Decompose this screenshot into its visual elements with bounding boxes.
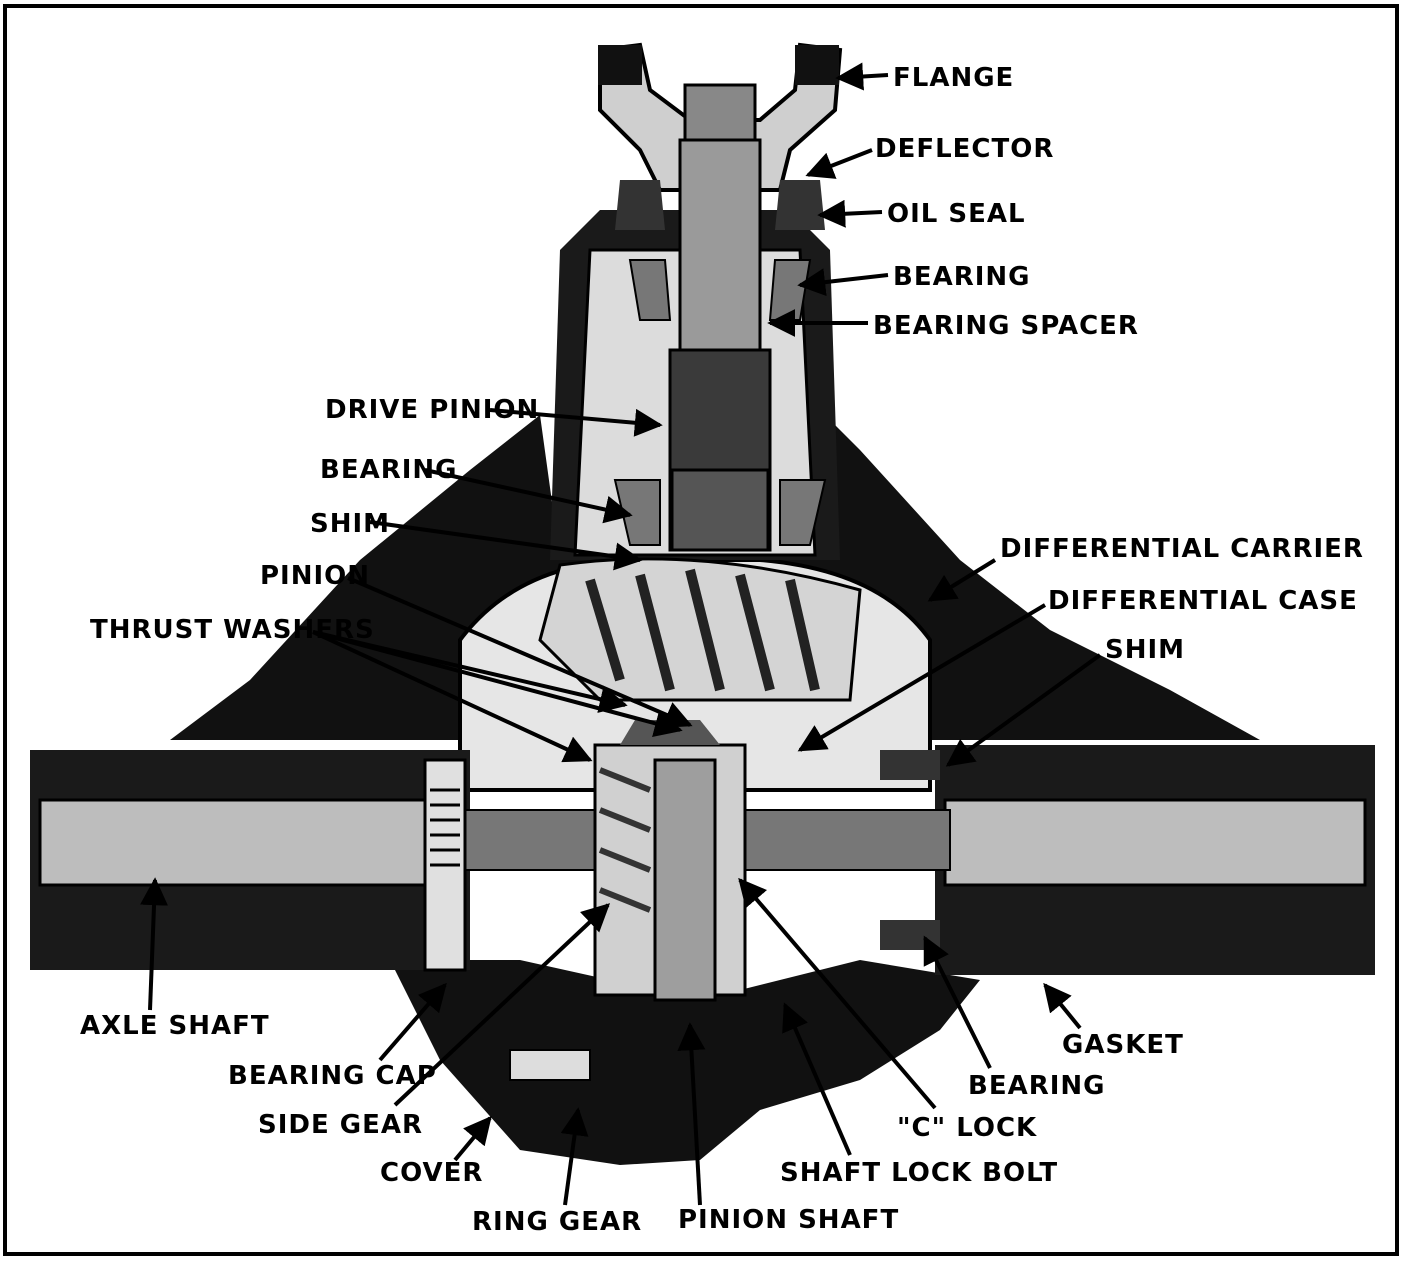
- label-bearing-top: BEARING: [893, 262, 1031, 292]
- label-differential-case: DIFFERENTIAL CASE: [1048, 586, 1358, 616]
- ring-gear-part: [538, 557, 862, 702]
- label-shim-left: SHIM: [310, 509, 390, 539]
- label-c-lock: "C" LOCK: [897, 1113, 1037, 1143]
- label-pinion: PINION: [260, 561, 370, 591]
- label-axle-shaft: AXLE SHAFT: [80, 1011, 270, 1041]
- label-side-gear: SIDE GEAR: [258, 1110, 423, 1140]
- cover-bolt: [509, 1049, 591, 1081]
- label-bearing-cap: BEARING CAP: [228, 1061, 437, 1091]
- label-gasket: GASKET: [1062, 1030, 1184, 1060]
- label-oil-seal: OIL SEAL: [887, 199, 1026, 229]
- label-thrust-washers: THRUST WASHERS: [90, 615, 375, 645]
- label-bearing-spacer: BEARING SPACER: [873, 311, 1139, 341]
- label-shim-right: SHIM: [1105, 635, 1185, 665]
- label-shaft-lock-bolt: SHAFT LOCK BOLT: [780, 1158, 1058, 1188]
- differential-case-part: [593, 720, 940, 1002]
- diagram-frame: [3, 4, 1399, 1256]
- drive-pinion-shaft: [668, 138, 772, 552]
- label-ring-gear: RING GEAR: [472, 1207, 642, 1237]
- label-deflector: DEFLECTOR: [875, 134, 1054, 164]
- label-cover: COVER: [380, 1158, 483, 1188]
- axle-shafts: [30, 745, 1375, 975]
- bearing-cap-bolt: [423, 758, 467, 972]
- label-drive-pinion: DRIVE PINION: [325, 395, 539, 425]
- label-flange: FLANGE: [893, 63, 1014, 93]
- label-differential-carrier: DIFFERENTIAL CARRIER: [1000, 534, 1364, 564]
- label-bearing-left: BEARING: [320, 455, 458, 485]
- label-pinion-shaft: PINION SHAFT: [678, 1205, 899, 1235]
- label-bearing-bottom: BEARING: [968, 1071, 1106, 1101]
- leader-lines: [140, 62, 1102, 1206]
